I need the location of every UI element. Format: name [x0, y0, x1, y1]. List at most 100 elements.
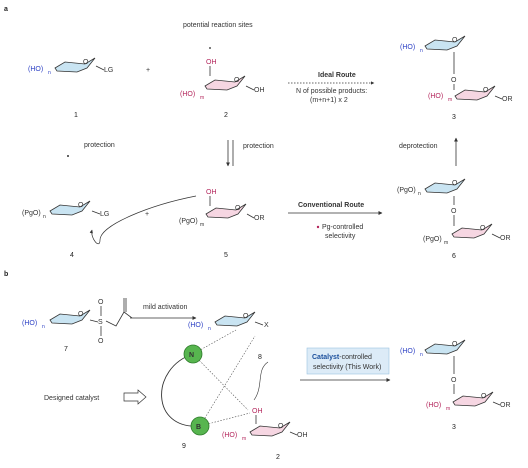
- svg-text:(HO): (HO): [180, 91, 195, 98]
- mild-activation-label: mild activation: [143, 304, 187, 311]
- svg-text:m: m: [446, 406, 450, 412]
- catalyst-controlled-box: Catalyst-controlled selectivity (This Wo…: [306, 347, 390, 375]
- svg-text:(PgO): (PgO): [397, 187, 416, 194]
- potential-sites-label: potential reaction sites: [183, 22, 253, 29]
- svg-text:(HO): (HO): [426, 402, 441, 409]
- compound-8: (HO) n O X 8: [188, 311, 269, 361]
- svg-text:OH: OH: [206, 189, 217, 196]
- svg-text:OR: OR: [500, 235, 511, 242]
- svg-text:n: n: [43, 214, 46, 220]
- svg-text:O: O: [483, 87, 489, 94]
- svg-text:(HO): (HO): [400, 44, 415, 51]
- compound-6: (PgO) n O O (PgO) m O OR 6: [397, 178, 511, 260]
- plus-sign-1: +: [146, 67, 150, 74]
- curved-arrow: [89, 195, 197, 245]
- compound-number-7: 7: [64, 346, 68, 353]
- svg-text:O: O: [234, 77, 240, 84]
- svg-text:(HO): (HO): [222, 432, 237, 439]
- svg-text:OH: OH: [252, 408, 263, 415]
- svg-text:S: S: [98, 319, 103, 326]
- compound-number-6: 6: [452, 253, 456, 260]
- svg-text:O: O: [451, 377, 457, 384]
- compound-number-9: 9: [182, 443, 186, 450]
- products-count-line1: N of possible products:: [296, 88, 367, 95]
- svg-text:N: N: [189, 352, 194, 359]
- svg-text:n: n: [418, 191, 421, 197]
- ideal-route-label: Ideal Route: [318, 72, 356, 79]
- svg-text:O: O: [451, 77, 457, 84]
- compound-number-2: 2: [224, 112, 228, 119]
- svg-text:(PgO): (PgO): [423, 236, 442, 243]
- svg-text:(HO): (HO): [400, 348, 415, 355]
- svg-text:OH: OH: [206, 59, 217, 66]
- compound-number-2b: 2: [276, 454, 280, 461]
- svg-text:O: O: [480, 225, 486, 232]
- svg-text:OH: OH: [297, 432, 308, 439]
- compound-number-3b: 3: [452, 424, 456, 431]
- compound-3-panel-b: (HO) n O O (HO) m O OR 3: [400, 339, 511, 431]
- compound-number-1: 1: [74, 112, 78, 119]
- svg-text:O: O: [278, 423, 284, 430]
- svg-text:O: O: [452, 37, 458, 44]
- designed-catalyst-label: Designed catalyst: [44, 395, 99, 402]
- svg-text:Catalyst-controlled: Catalyst-controlled: [312, 354, 372, 361]
- svg-text:n: n: [420, 352, 423, 358]
- compound-3: (HO) n O O (HO) m O OR 3: [400, 35, 513, 121]
- deprotection-label: deprotection: [399, 143, 438, 150]
- svg-text:O: O: [235, 205, 241, 212]
- panel-a-label: a: [4, 6, 8, 13]
- hollow-arrow-icon: [123, 389, 147, 405]
- svg-text:OR: OR: [502, 96, 513, 103]
- compound-7: (HO) n O S O O 7: [22, 298, 133, 353]
- c1-leaving-group: LG: [104, 67, 113, 74]
- compound-2-panel-b: OH (HO) m O OH 2: [222, 408, 308, 461]
- compound-number-3: 3: [452, 114, 456, 121]
- svg-text:n: n: [48, 70, 51, 76]
- protection-left-label: protection: [84, 142, 115, 149]
- compound-5: OH (PgO) m O OR 5: [179, 189, 265, 259]
- svg-text:n: n: [42, 324, 45, 330]
- svg-text:m: m: [242, 436, 246, 442]
- protection-mid-label: protection: [243, 143, 274, 150]
- svg-text:O: O: [451, 208, 457, 215]
- boron-atom-icon: [190, 416, 210, 436]
- svg-text:O: O: [452, 180, 458, 187]
- svg-text:O: O: [78, 202, 84, 209]
- compound-4: (PgO) n O LG 4: [22, 200, 109, 259]
- svg-text:O: O: [243, 313, 249, 320]
- svg-text:O: O: [481, 393, 487, 400]
- svg-text:O: O: [98, 338, 104, 345]
- svg-text:m: m: [200, 95, 204, 101]
- svg-text:n: n: [420, 48, 423, 54]
- compound-2: OH (HO) m O OH 2: [180, 59, 265, 119]
- compound-number-5: 5: [224, 252, 228, 259]
- products-count-line2: (m+n+1) x 2: [310, 97, 348, 104]
- svg-text:O: O: [78, 311, 84, 318]
- svg-text:OH: OH: [254, 87, 265, 94]
- pg-controlled-line1: Pg-controlled: [322, 224, 363, 231]
- svg-text:(PgO): (PgO): [22, 210, 41, 217]
- svg-text:OR: OR: [500, 402, 511, 409]
- svg-text:X: X: [264, 322, 269, 329]
- svg-text:m: m: [200, 222, 204, 228]
- pg-controlled-line2: selectivity: [325, 233, 356, 240]
- svg-text:(HO): (HO): [428, 93, 443, 100]
- svg-text:B: B: [196, 424, 201, 431]
- svg-text:LG: LG: [100, 211, 109, 218]
- svg-text:O: O: [98, 299, 104, 306]
- plus-sign-2: +: [145, 211, 149, 218]
- svg-text:(PgO): (PgO): [179, 218, 198, 225]
- catalyst-9: N B 9: [161, 329, 256, 450]
- compound-1: (HO) n O LG 1: [28, 57, 113, 119]
- panel-b-label: b: [4, 271, 8, 278]
- conventional-route-label: Conventional Route: [298, 202, 364, 209]
- svg-text:(HO): (HO): [22, 320, 37, 327]
- svg-text:m: m: [448, 97, 452, 103]
- svg-text:n: n: [208, 326, 211, 332]
- nitrogen-atom-icon: [183, 344, 203, 364]
- svg-text:m: m: [444, 240, 448, 246]
- compound-number-4: 4: [70, 252, 74, 259]
- svg-text:(HO): (HO): [188, 322, 203, 329]
- svg-text:O: O: [452, 341, 458, 348]
